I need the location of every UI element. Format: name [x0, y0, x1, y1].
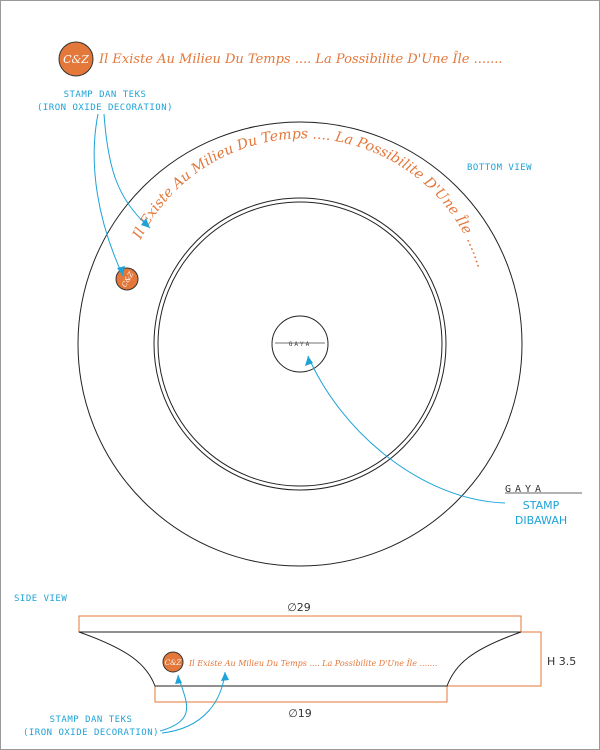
plate-inner-well-outer [153, 197, 447, 491]
stamp-dibawah-arrow [305, 356, 313, 366]
bottom-arc-motto: Il Existe Au Milieu Du Temps .... La Pos… [129, 126, 489, 269]
top-callout-line1: STAMP DAN TEKS [64, 90, 147, 100]
top-callout-line2: (IRON OXIDE DECORATION) [37, 103, 173, 113]
title-stamp-text: C&Z [63, 53, 89, 66]
top-callout-arrow-stamp [117, 266, 125, 276]
top-diameter-dim: ∅29 [287, 601, 311, 614]
side-callout-leader-to-text [161, 671, 226, 734]
bottom-arc-motto-path: Il Existe Au Milieu Du Temps .... La Pos… [129, 126, 489, 269]
gaya-logo-text: GAYA [505, 484, 545, 495]
top-callout-leader-to-text [103, 113, 151, 229]
stamp-dibawah-line2: DIBAWAH [515, 514, 567, 527]
gaya-logo: GAYA [505, 484, 582, 495]
top-callout-leader-to-stamp [93, 113, 124, 277]
height-frame [447, 631, 542, 687]
title-motto: Il Existe Au Milieu Du Temps .... La Pos… [98, 51, 503, 67]
height-dim: H 3.5 [547, 655, 576, 668]
bottom-rim-stamp: C&Z [115, 267, 139, 291]
stamp-dibawah-line1: STAMP [523, 499, 560, 512]
bottom-view-label: BOTTOM VIEW [467, 163, 532, 173]
side-motto: Il Existe Au Milieu Du Temps .... La Pos… [188, 659, 437, 668]
stamp-dibawah-leader [307, 355, 506, 504]
side-callout-arrow-stamp [175, 675, 182, 684]
side-view-label: SIDE VIEW [14, 594, 67, 604]
title-stamp-circle [58, 41, 94, 77]
side-stamp: C&Z [162, 651, 184, 673]
title-stamp: C&Z [58, 41, 94, 77]
plate-foot-ring [271, 315, 329, 373]
plate-inner-well-inner [157, 201, 443, 487]
side-callout-arrow-text [221, 672, 229, 681]
side-stamp-text: C&Z [165, 659, 182, 667]
side-callout-leader-to-stamp [159, 674, 188, 732]
center-stamp-text: GAYA [289, 341, 311, 348]
side-callout-line1: STAMP DAN TEKS [50, 715, 133, 725]
center-stamp-mark: GAYA [275, 341, 325, 348]
side-callout-line2: (IRON OXIDE DECORATION) [23, 728, 159, 738]
top-diameter-frame [78, 615, 522, 633]
plate-outer-rim [77, 121, 523, 567]
top-callout-arrow-text [141, 218, 150, 228]
bottom-diameter-frame [154, 685, 448, 703]
plate-side-profile [78, 631, 522, 687]
side-stamp-circle [162, 651, 184, 673]
bottom-diameter-dim: ∅19 [288, 707, 312, 720]
